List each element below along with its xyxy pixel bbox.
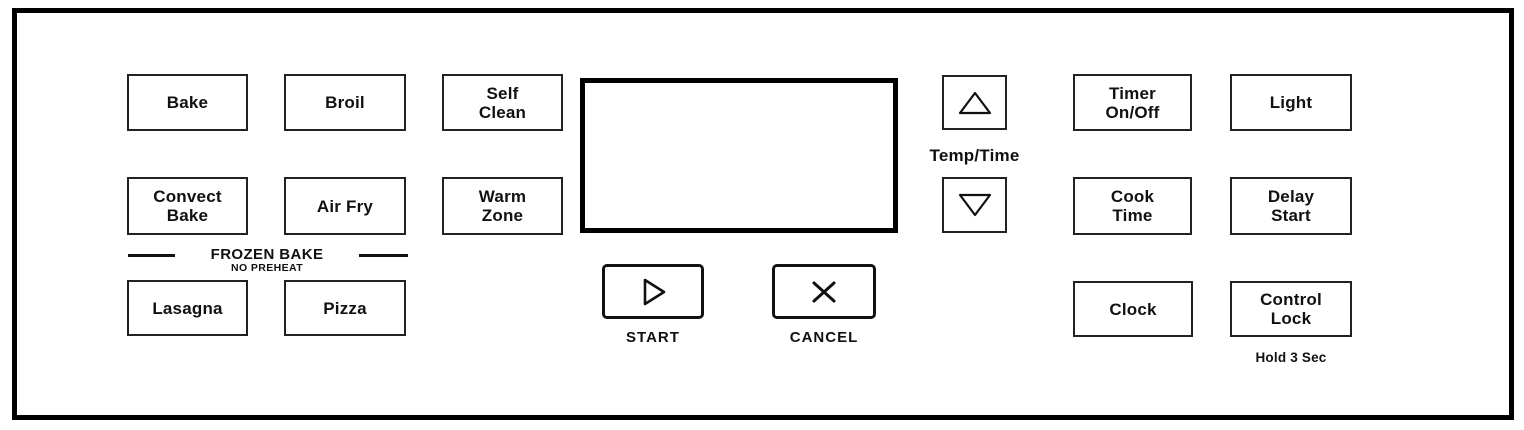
frozen-bake-dash-left xyxy=(128,254,175,257)
frozen-bake-heading: FROZEN BAKE xyxy=(210,246,324,263)
convect-bake-button-label: Convect Bake xyxy=(153,187,222,225)
cancel-button[interactable] xyxy=(772,264,876,319)
triangle-down-icon xyxy=(958,193,991,217)
bake-button-label: Bake xyxy=(166,93,209,112)
light-button[interactable]: Light xyxy=(1230,74,1352,131)
control-lock-button[interactable]: Control Lock xyxy=(1230,281,1352,337)
self-clean-button[interactable]: Self Clean xyxy=(442,74,563,131)
lasagna-button-label: Lasagna xyxy=(152,298,223,318)
start-button[interactable] xyxy=(602,264,704,319)
temp-time-label: Temp/Time xyxy=(929,146,1020,165)
cook-time-button-label: Cook Time xyxy=(1110,187,1155,225)
broil-button-label: Broil xyxy=(325,93,365,112)
clock-button-label: Clock xyxy=(1109,299,1157,319)
warm-zone-button[interactable]: Warm Zone xyxy=(442,177,563,235)
delay-start-button[interactable]: Delay Start xyxy=(1230,177,1352,235)
temp-time-down-button[interactable] xyxy=(942,177,1007,233)
cook-time-button[interactable]: Cook Time xyxy=(1073,177,1192,235)
delay-start-button-label: Delay Start xyxy=(1267,187,1315,225)
play-triangle-icon xyxy=(643,278,666,305)
pizza-button-label: Pizza xyxy=(323,298,367,318)
air-fry-button[interactable]: Air Fry xyxy=(284,177,406,235)
control-lock-hold-hint: Hold 3 Sec xyxy=(1255,350,1327,365)
x-cross-icon xyxy=(812,281,836,302)
timer-on-off-button-label: Timer On/Off xyxy=(1105,83,1160,122)
air-fry-button-label: Air Fry xyxy=(316,196,374,216)
convect-bake-button[interactable]: Convect Bake xyxy=(127,177,248,235)
cancel-button-caption: CANCEL xyxy=(789,329,859,346)
timer-on-off-button[interactable]: Timer On/Off xyxy=(1073,74,1192,131)
pizza-button[interactable]: Pizza xyxy=(284,280,406,336)
triangle-up-icon xyxy=(958,91,991,114)
start-button-caption: START xyxy=(626,329,680,346)
control-lock-button-label: Control Lock xyxy=(1260,290,1322,328)
temp-time-up-button[interactable] xyxy=(942,75,1007,130)
clock-button[interactable]: Clock xyxy=(1073,281,1193,337)
lasagna-button[interactable]: Lasagna xyxy=(127,280,248,336)
bake-button[interactable]: Bake xyxy=(127,74,248,131)
self-clean-button-label: Self Clean xyxy=(478,83,527,122)
broil-button[interactable]: Broil xyxy=(284,74,406,131)
frozen-bake-dash-right xyxy=(359,254,408,257)
light-button-label: Light xyxy=(1269,93,1313,112)
display-screen xyxy=(580,78,898,233)
warm-zone-button-label: Warm Zone xyxy=(478,187,527,225)
no-preheat-subheading: NO PREHEAT xyxy=(230,262,304,274)
